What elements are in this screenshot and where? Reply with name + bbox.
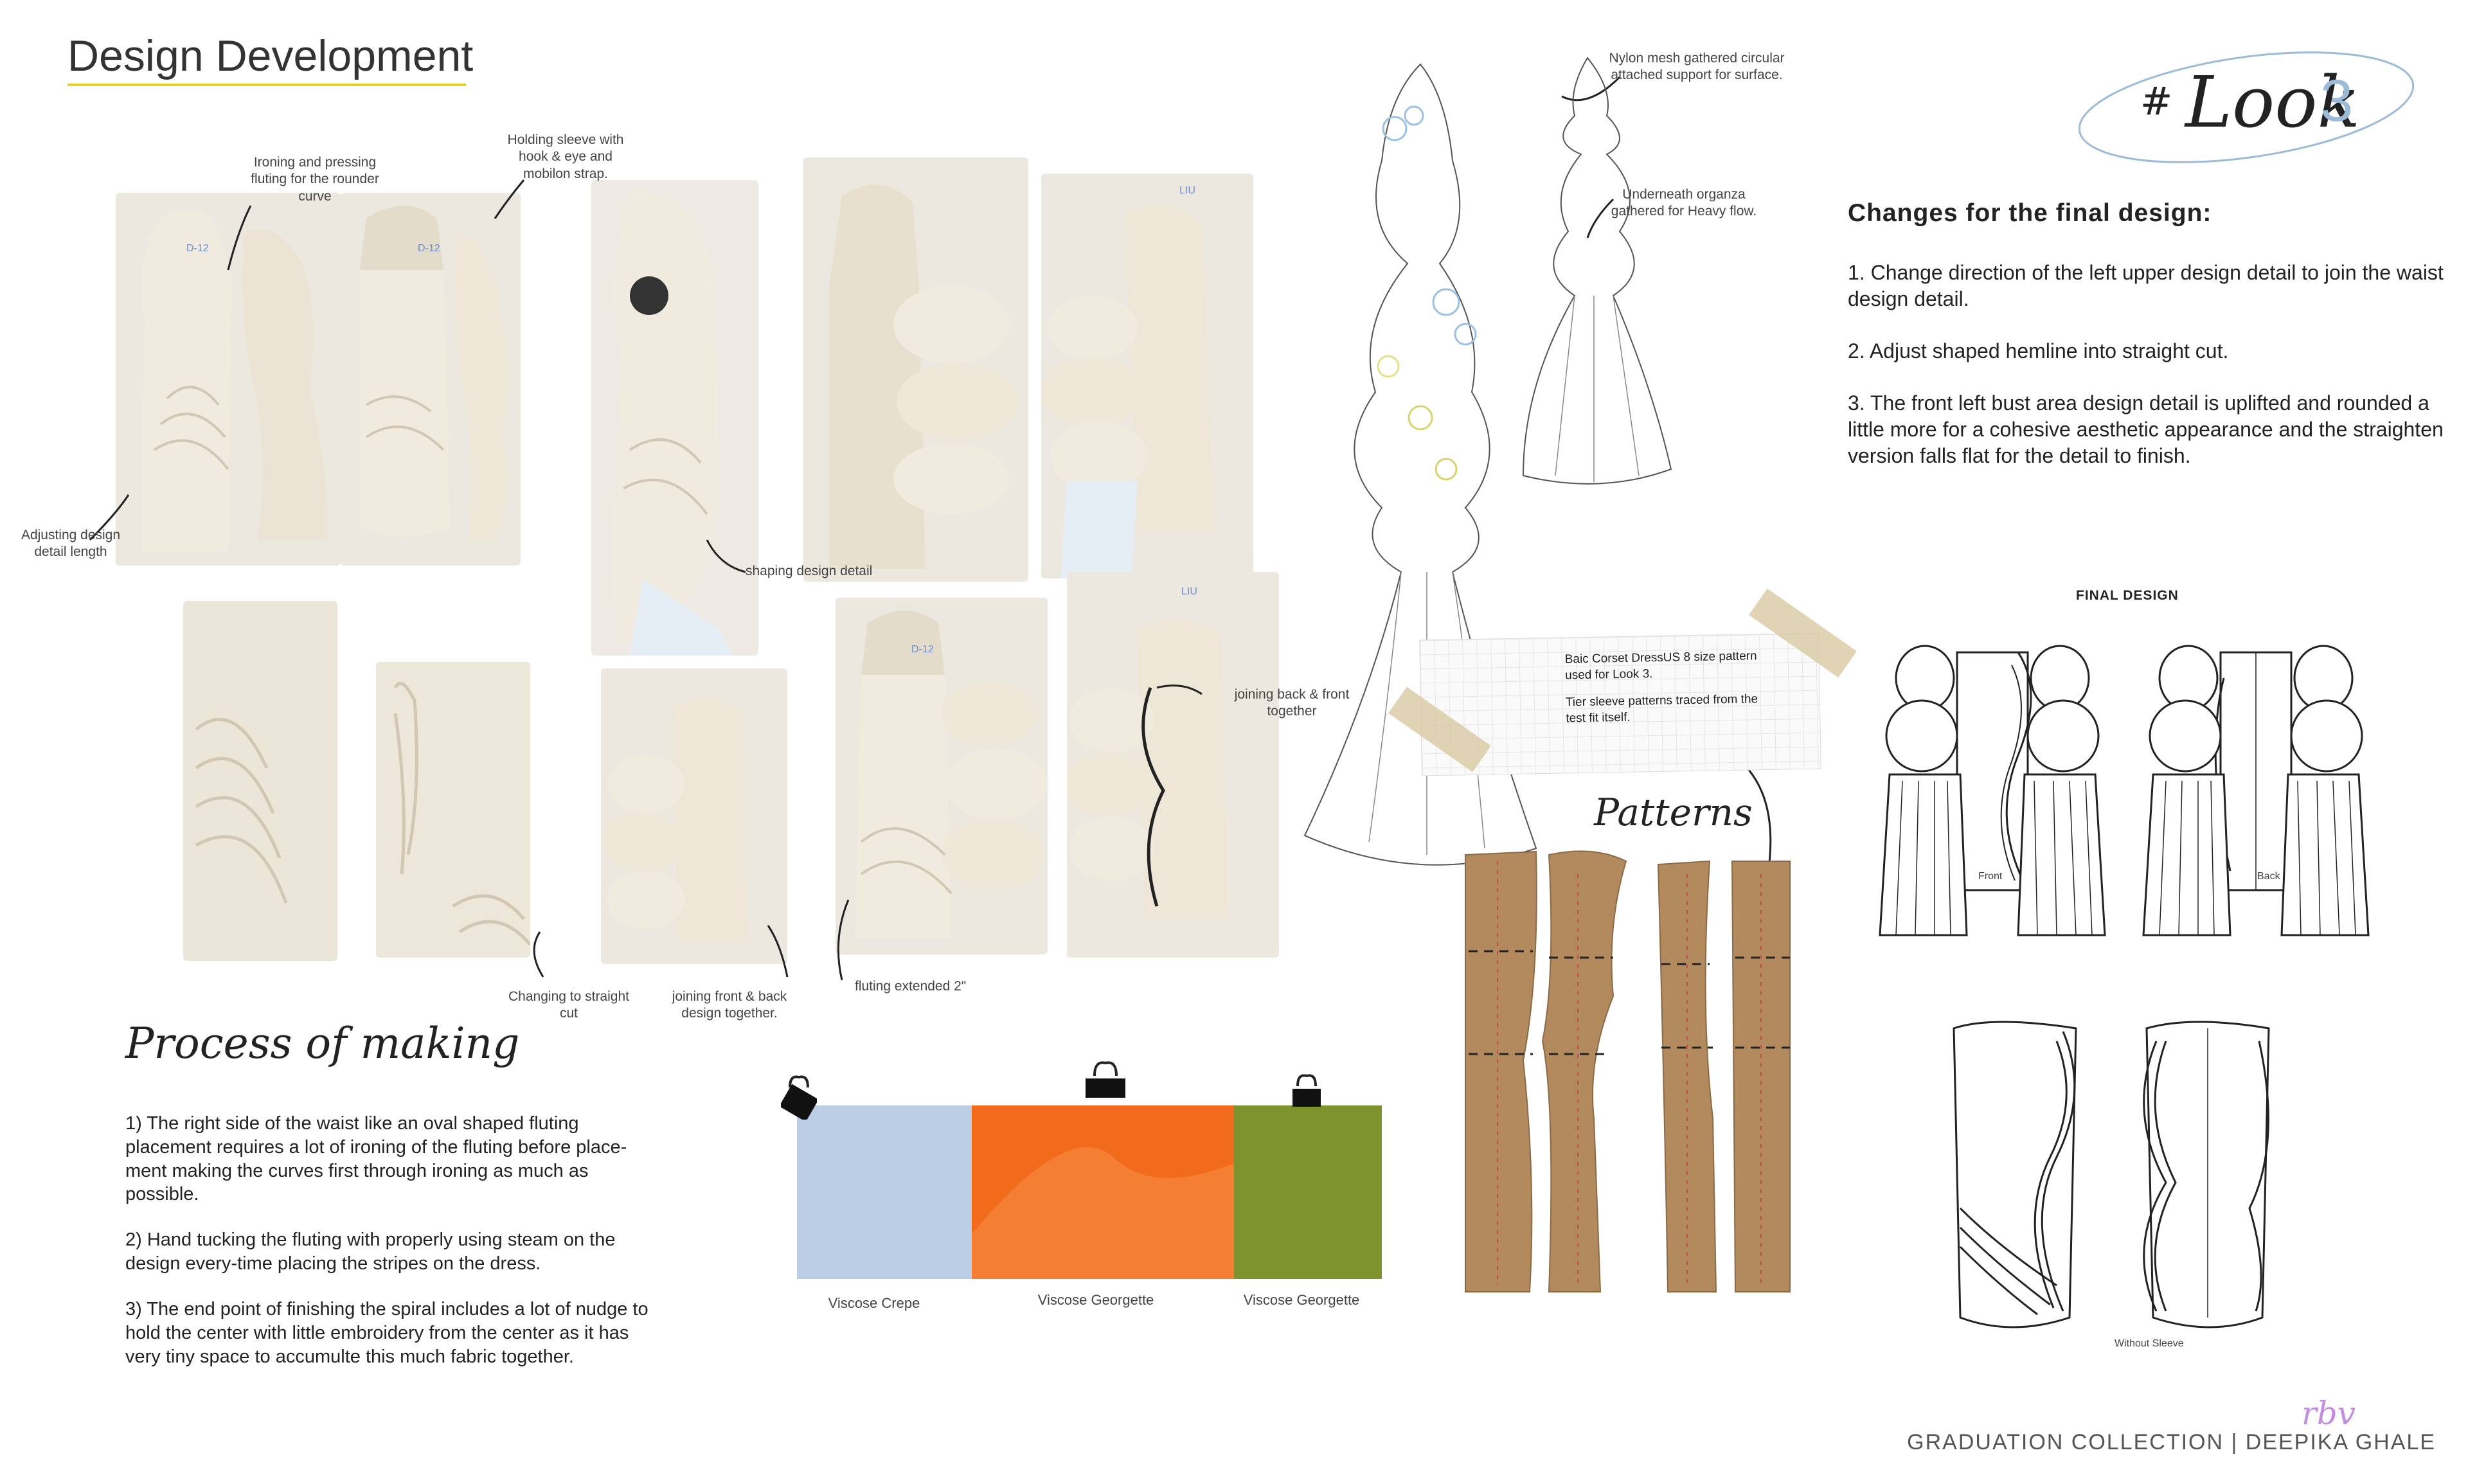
note-joining-design: joining front & back design together. [672,989,787,1021]
look-number: 3 [2320,68,2354,134]
note-ironing: Ironing and pressing fluting for the rou… [251,155,379,204]
fabric-swatch-3 [1234,1105,1382,1279]
footer-logo: rbv [2301,1395,2356,1432]
patterns-title: Patterns [1594,791,1753,834]
binder-clip-icon [1289,1073,1325,1107]
photo-dress-final-back: LIU [1067,572,1279,958]
process-step: 2) Hand tucking the fluting with properl… [125,1229,616,1274]
dress-form-tag: D-12 [186,243,209,254]
flat-sketch-no-sleeve [1935,1015,2294,1350]
tier-note: Tier sleeve patterns traced from the tes… [1565,692,1758,726]
flat-sketch-front: Front [1877,627,2108,961]
look-badge: # Look 3 [2063,42,2423,170]
binder-clip-icon [779,1075,819,1122]
dress-form-tag: LIU [1179,185,1195,196]
change-item: 1. Change direction of the left upper de… [1848,261,2444,310]
photo-dress-side [591,180,758,656]
title-underline [67,84,466,86]
note-joining-back-front: joining back & front together [1234,687,1350,719]
pattern-note-text: Baic Corset DressUS 8 size pattern used … [1565,648,1778,727]
photo-dress-back: LIU [1041,174,1253,578]
photo-dress-front-2: D-12 [341,193,521,566]
swatch-label: Viscose Georgette [1037,1292,1154,1308]
process-step: 1) The right side of the waist like an o… [125,1113,627,1205]
photo-back-sleeves [601,668,787,964]
change-item: 3. The front left bust area design detai… [1848,391,2444,467]
corset-note: Baic Corset DressUS 8 size pattern used … [1564,649,1757,683]
underlayer-sketch [1510,51,1677,488]
photo-skirt-detail [376,662,530,958]
front-label: Front [1978,871,2003,882]
dress-form-tag: LIU [1181,586,1197,597]
process-heading: Process of making [125,1019,520,1068]
note-holding-sleeve: Holding sleeve with hook & eye and mobil… [507,132,624,181]
dress-form-tag: D-12 [418,243,440,254]
swatch-label: Viscose Georgette [1243,1292,1360,1308]
binder-clip-icon [1083,1060,1125,1098]
without-sleeve-label: Without Sleeve [2115,1338,2184,1349]
pattern-pieces [1459,848,1793,1298]
dress-form-tag: D-12 [911,644,934,655]
photo-detail-closeup [183,601,337,961]
fabric-swatch-2 [972,1105,1234,1279]
note-nylon-mesh: Nylon mesh gathered circular attached su… [1609,51,1785,83]
note-organza: Underneath organza gathered for Heavy fl… [1611,187,1757,219]
note-straight-cut: Changing to straight cut [508,989,629,1021]
process-step: 3) The end point of finishing the spiral… [125,1298,648,1367]
photo-dress-final-front: D-12 [836,598,1048,954]
note-fluting-extended: fluting extended 2" [855,979,967,994]
look-word: Look [2185,61,2361,143]
footer-text: GRADUATION COLLECTION | DEEPIKA GHALE [1907,1430,2436,1454]
changes-list: 1. Change direction of the left upper de… [1848,260,2452,495]
back-label: Back [2257,871,2280,882]
final-design-heading: FINAL DESIGN [2076,588,2179,603]
photo-dress-front-1: D-12 [116,193,341,566]
change-item: 2. Adjust shaped hemline into straight c… [1848,339,2229,362]
note-shaping: shaping design detail [746,564,873,578]
flat-sketch-back: Back [2140,627,2372,961]
changes-heading: Changes for the final design: [1848,199,2212,227]
look-hash: # [2140,79,2173,124]
fabric-swatch-1 [797,1105,972,1279]
note-adjusting: Adjusting design detail length [21,528,121,560]
photo-dress-three-quarter [803,157,1028,582]
process-list: 1) The right side of the waist like an o… [125,1112,665,1390]
page-title: Design Development [67,31,474,80]
swatch-label: Viscose Crepe [828,1295,920,1311]
